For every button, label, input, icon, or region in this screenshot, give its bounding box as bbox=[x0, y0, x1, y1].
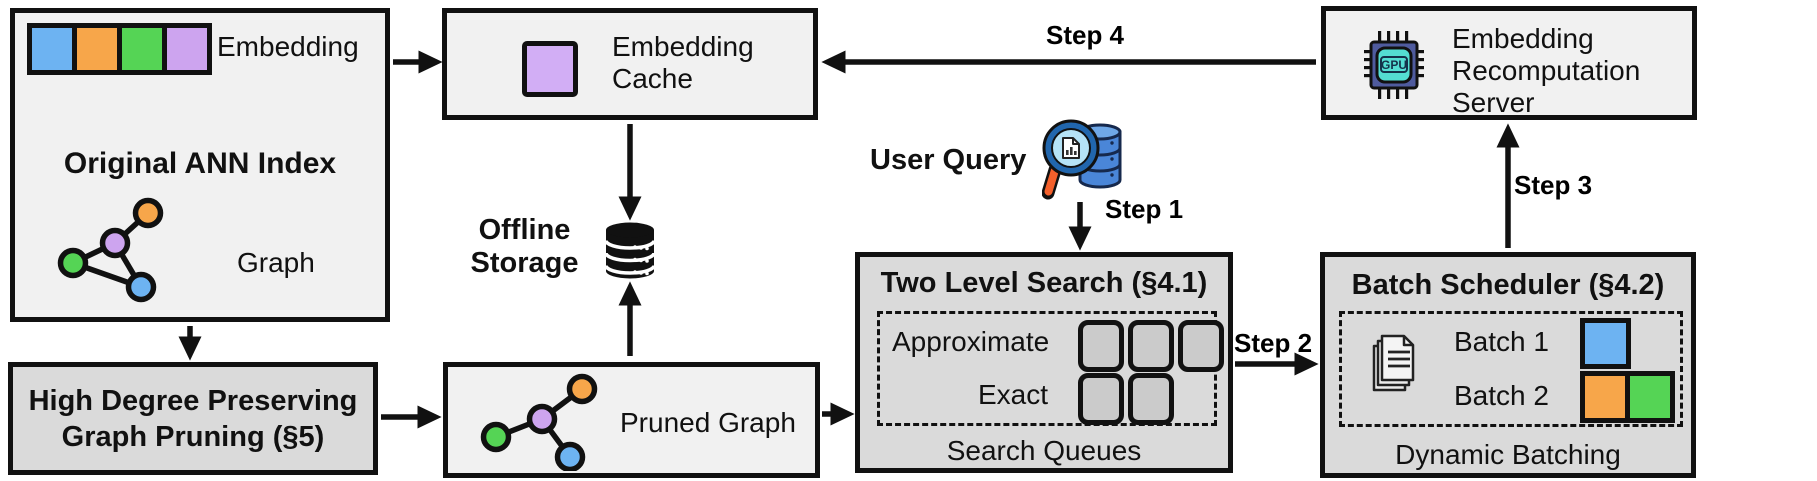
step4-label: Step 4 bbox=[1045, 20, 1125, 50]
gpu-chip-label: GPU bbox=[1381, 58, 1407, 72]
step1-label: Step 1 bbox=[1105, 194, 1184, 224]
batch2-items bbox=[1580, 371, 1675, 423]
queue-slot bbox=[1128, 320, 1174, 372]
batch2-label: Batch 2 bbox=[1454, 380, 1549, 411]
graph-pruning-box: High Degree Preserving Graph Pruning (§5… bbox=[8, 362, 378, 475]
approximate-queue-slots bbox=[1078, 320, 1224, 372]
embedding-vector-icon bbox=[27, 23, 212, 75]
offline-storage-label: Offline Storage bbox=[470, 214, 579, 279]
documents-icon bbox=[1372, 334, 1415, 392]
gpu-chip-icon: GPU bbox=[1364, 31, 1424, 99]
batch1-item-blue bbox=[1580, 318, 1631, 369]
pruned-graph-icon bbox=[480, 373, 598, 471]
embedding-cell-green bbox=[117, 23, 167, 75]
embedding-cell-blue bbox=[27, 23, 77, 75]
queue-slot bbox=[1178, 320, 1224, 372]
search-queues-caption: Search Queues bbox=[946, 435, 1142, 466]
cached-embedding-icon bbox=[522, 41, 578, 97]
offline-storage-database-icon bbox=[604, 222, 656, 279]
graph-icon bbox=[57, 197, 164, 303]
search-queues-dashed-box: Approximate Exact bbox=[877, 311, 1224, 426]
original-ann-index-box: Embedding Original ANN Index Graph bbox=[10, 8, 390, 322]
batch-scheduler-title: Batch Scheduler (§4.2) bbox=[1351, 269, 1665, 301]
pruned-graph-box: Pruned Graph bbox=[443, 362, 820, 478]
batch2-item-orange bbox=[1580, 371, 1630, 423]
approximate-queue-label: Approximate bbox=[892, 326, 1050, 357]
embedding-label: Embedding bbox=[217, 31, 359, 62]
step3-label: Step 3 bbox=[1514, 170, 1593, 200]
dynamic-batching-caption: Dynamic Batching bbox=[1395, 439, 1621, 470]
batch-scheduler-box: Batch Scheduler (§4.2) Batch 1 Batch 2 bbox=[1320, 252, 1696, 478]
embedding-cache-label: Embedding Cache bbox=[612, 31, 754, 94]
batch2-item-green bbox=[1625, 371, 1675, 423]
two-level-search-title: Two Level Search (§4.1) bbox=[880, 267, 1208, 299]
original-ann-index-title: Original ANN Index bbox=[63, 147, 337, 180]
step2-label: Step 2 bbox=[1234, 328, 1313, 358]
batch1-label: Batch 1 bbox=[1454, 326, 1549, 357]
queue-slot bbox=[1078, 320, 1124, 372]
embedding-cell-purple bbox=[162, 23, 212, 75]
embedding-cell-orange bbox=[72, 23, 122, 75]
recomputation-server-label: Embedding Recomputation Server bbox=[1452, 23, 1641, 118]
two-level-search-box: Two Level Search (§4.1) Approximate Exac… bbox=[855, 252, 1233, 473]
graph-pruning-title: High Degree Preserving Graph Pruning (§5… bbox=[28, 385, 358, 453]
recomputation-server-box: GPU Embedding Recomputation Server bbox=[1321, 6, 1697, 120]
dynamic-batching-dashed-box: Batch 1 Batch 2 bbox=[1339, 311, 1683, 427]
embedding-cache-box: Embedding Cache bbox=[442, 8, 818, 120]
pruned-graph-label: Pruned Graph bbox=[620, 407, 796, 438]
exact-queue-slots bbox=[1078, 373, 1174, 425]
user-query-icon bbox=[1042, 119, 1122, 200]
queue-slot bbox=[1128, 373, 1174, 425]
user-query-label: User Query bbox=[870, 144, 1027, 176]
graph-label: Graph bbox=[237, 247, 315, 278]
queue-slot bbox=[1078, 373, 1124, 425]
exact-queue-label: Exact bbox=[978, 379, 1049, 410]
